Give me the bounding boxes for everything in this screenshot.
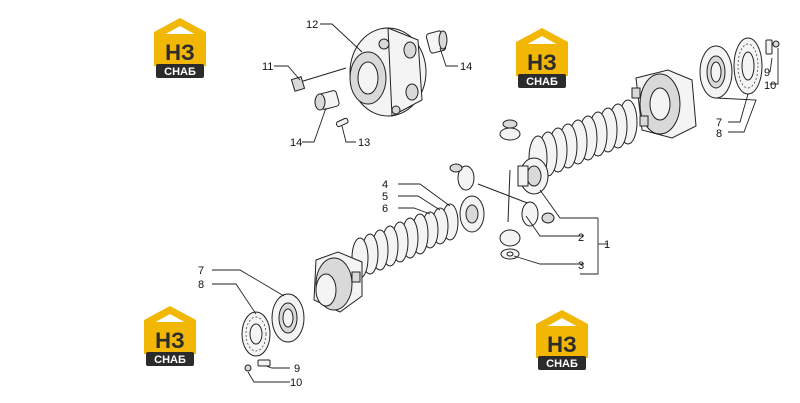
lock-plate-9-top [765,39,780,55]
callout-7-top: 7 [716,117,722,129]
callout-3: 3 [578,260,584,272]
cross-shaft [477,169,531,223]
logo-word: СНАБ [164,66,196,78]
callout-7-bottom: 7 [198,265,204,277]
logo-word: СНАБ [526,76,558,88]
callout-14-right: 14 [460,61,472,73]
callout-1: 1 [604,239,610,251]
bearing-8-bottom [271,293,305,343]
callout-13: 13 [358,137,370,149]
callout-10-top: 10 [764,80,776,92]
bushing-14-right [425,30,448,54]
logo-letters: НЗ [547,332,577,357]
adjusting-ring-7-bottom [241,311,271,357]
callout-4: 4 [382,179,388,191]
housing-half-left [313,251,363,313]
leader-lines [212,23,779,383]
callout-9-top: 9 [764,67,770,79]
side-gear-left [459,195,485,233]
logo-word: СНАБ [546,358,578,370]
spider-gear-top [499,119,521,141]
logo-letters: НЗ [165,40,195,65]
logo-word: СНАБ [154,354,186,366]
callout-2: 2 [578,232,584,244]
callout-14-left: 14 [290,137,302,149]
logo-letters: НЗ [155,328,185,353]
bearing-8-top [699,45,733,99]
bolt-11 [290,67,347,92]
watermark-logo-bottom-right: НЗ СНАБ [536,310,588,370]
callout-5: 5 [382,191,388,203]
clutch-disc-stack-upper [528,99,638,181]
spider-gear-left [449,163,475,191]
spider-gear-bottom [499,229,521,247]
clutch-disc-stack-lower [351,213,429,279]
callout-10-bottom: 10 [290,377,302,389]
adjusting-ring-7-top [733,37,763,95]
spider-gear-right [521,201,555,227]
callouts: 12 11 14 14 13 9 10 7 8 1 2 3 4 5 6 7 8 … [198,19,776,389]
housing-half-right [631,69,697,139]
pin-13 [335,117,349,128]
callout-9-bottom: 9 [294,363,300,375]
callout-8-bottom: 8 [198,279,204,291]
side-gear-2 [517,157,549,195]
callout-12: 12 [306,19,318,31]
watermark-logo-top-left: НЗ СНАБ [154,18,206,78]
watermark-logo-bottom-left: НЗ СНАБ [144,306,196,366]
callout-6: 6 [382,203,388,215]
logo-letters: НЗ [527,50,557,75]
callout-11: 11 [262,61,273,73]
bushing-14-left [314,90,340,111]
lock-plate-9-bottom [244,359,271,372]
thrust-washer-3 [500,248,520,260]
callout-8-top: 8 [716,128,722,140]
watermark-logo-top-middle: НЗ СНАБ [516,28,568,88]
differential-housing-assembled [349,27,427,117]
